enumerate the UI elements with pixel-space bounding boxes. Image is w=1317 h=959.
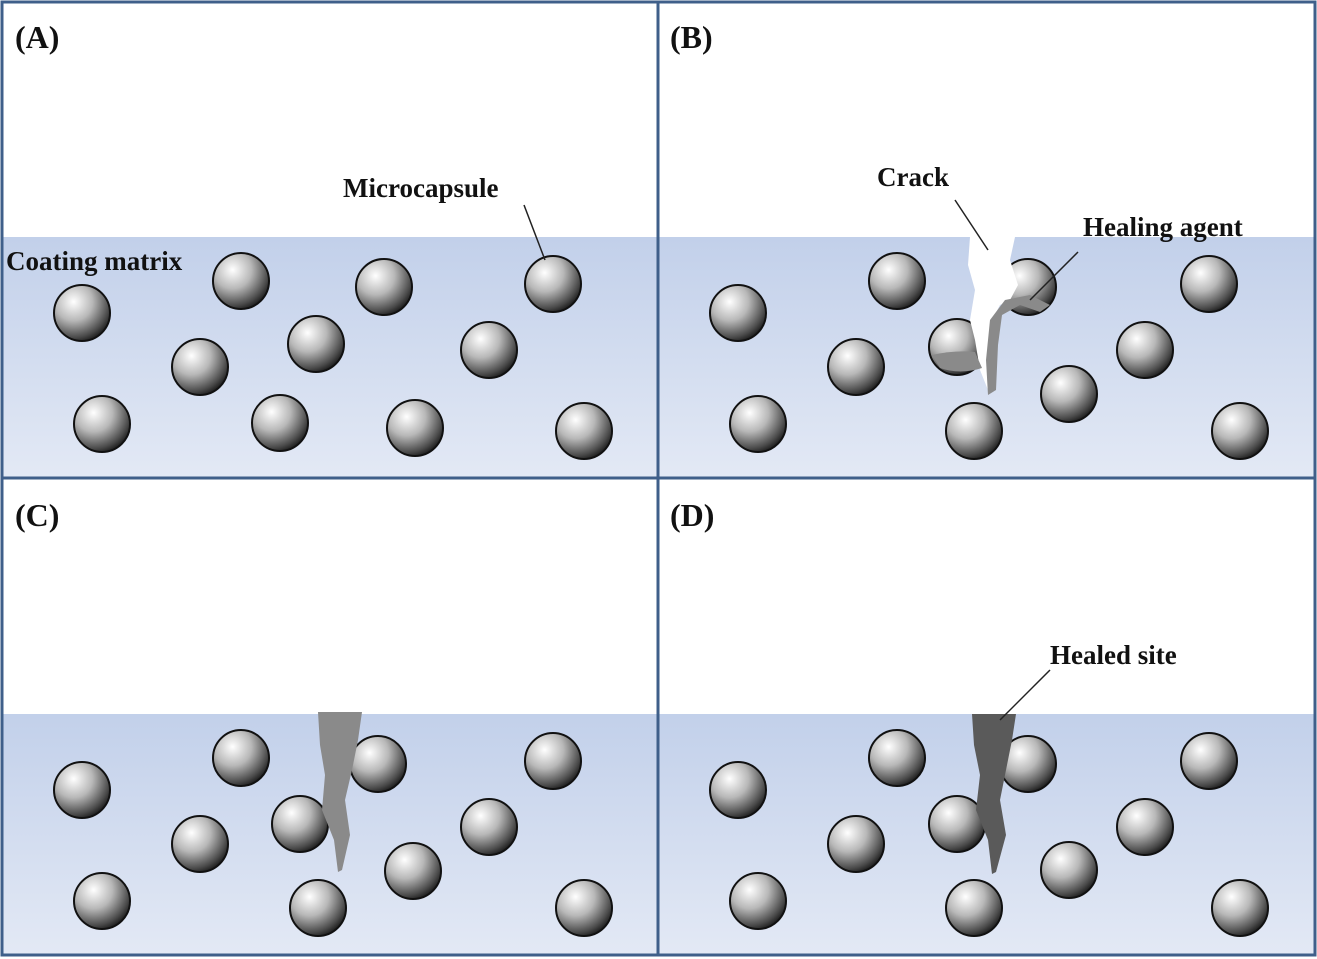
microcapsule	[729, 395, 787, 453]
microcapsule	[212, 729, 270, 787]
healed-site-leader	[999, 669, 1051, 721]
microcapsule	[827, 338, 885, 396]
microcapsule	[524, 255, 582, 313]
microcapsule	[212, 252, 270, 310]
microcapsule	[349, 735, 407, 793]
healing-agent-label: Healing agent	[1083, 212, 1243, 242]
microcapsule	[709, 761, 767, 819]
microcapsule	[73, 872, 131, 930]
microcapsule	[251, 394, 309, 452]
microcapsule	[1116, 321, 1174, 379]
microcapsule	[945, 402, 1003, 460]
microcapsule-leader	[523, 204, 546, 261]
microcapsule	[1116, 798, 1174, 856]
microcapsule	[945, 879, 1003, 937]
microcapsule	[73, 395, 131, 453]
microcapsule	[868, 252, 926, 310]
microcapsule	[555, 879, 613, 937]
microcapsule	[709, 284, 767, 342]
microcapsule	[460, 798, 518, 856]
microcapsule	[355, 258, 413, 316]
panel-label-d: (D)	[670, 497, 714, 533]
healing-agent-leader	[1029, 251, 1079, 301]
microcapsule	[1180, 732, 1238, 790]
microcapsule	[1180, 255, 1238, 313]
microcapsule	[928, 795, 986, 853]
crack-label: Crack	[877, 162, 949, 192]
panel-label-c: (C)	[15, 497, 59, 533]
coating-matrix-label: Coating matrix	[6, 246, 183, 276]
microcapsule	[171, 815, 229, 873]
microcapsule	[53, 284, 111, 342]
microcapsules	[53, 252, 1269, 937]
microcapsule	[289, 879, 347, 937]
microcapsule	[271, 795, 329, 853]
crack-leader	[954, 199, 989, 251]
microcapsule	[287, 315, 345, 373]
microcapsule	[827, 815, 885, 873]
microcapsule	[53, 761, 111, 819]
healing-agent	[986, 295, 1050, 395]
microcapsule	[171, 338, 229, 396]
microcapsule	[1211, 402, 1269, 460]
microcapsule	[460, 321, 518, 379]
microcapsule	[384, 842, 442, 900]
microcapsule	[386, 399, 444, 457]
healed-site-label: Healed site	[1050, 640, 1177, 670]
microcapsule	[1040, 841, 1098, 899]
healing-agent-released	[932, 351, 982, 372]
healing-agent-filled-crack	[318, 712, 362, 872]
microcapsule	[729, 872, 787, 930]
microcapsule	[1040, 365, 1098, 423]
microcapsule	[555, 402, 613, 460]
crack	[968, 237, 1018, 390]
microcapsule	[868, 729, 926, 787]
panel-label-b: (B)	[670, 19, 713, 55]
healed-site	[972, 714, 1016, 874]
microcapsule	[1211, 879, 1269, 937]
panel-label-a: (A)	[15, 19, 59, 55]
microcapsule	[524, 732, 582, 790]
microcapsule-label: Microcapsule	[343, 173, 498, 203]
